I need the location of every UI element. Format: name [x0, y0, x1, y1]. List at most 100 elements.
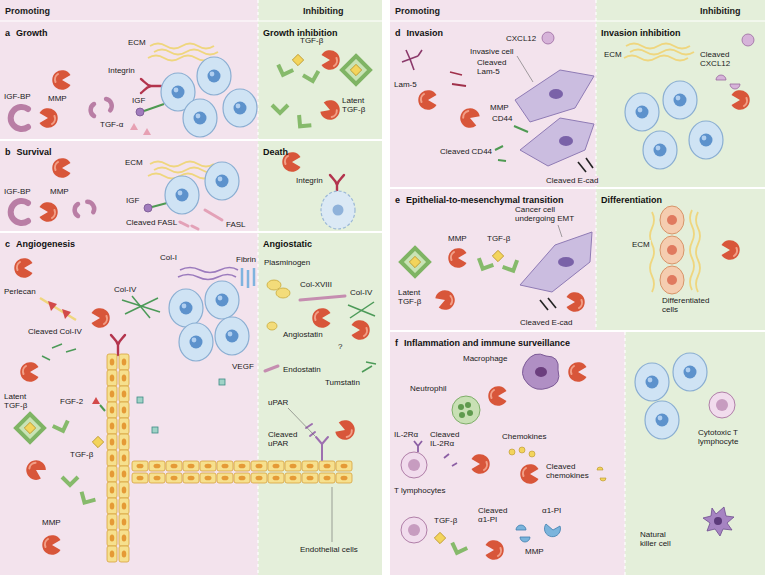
endothelial-cell [268, 461, 284, 471]
panel-f-art-part [408, 459, 420, 471]
tumour-cell [205, 281, 239, 319]
panel-c-art-part [48, 301, 57, 311]
panel-c-art-part-part [52, 344, 62, 348]
panel-e-art-part-part [540, 300, 548, 310]
latency-peptide [303, 71, 321, 83]
alpha1-pi [544, 524, 560, 537]
part-label: IL-2Rα [393, 430, 419, 439]
endothelial-cell [132, 473, 148, 483]
collagen-xviii [300, 296, 345, 300]
mmp-enzyme [434, 287, 458, 312]
part-label: Differentiated cells [661, 296, 721, 314]
endothelial-cell [107, 514, 117, 530]
part-label: ECM [124, 158, 144, 167]
part-label: Cytotoxic T lymphocyte [697, 428, 751, 446]
panel-f-art [401, 353, 735, 560]
part-label: TGF-β [486, 234, 511, 243]
endothelial-cell [251, 461, 267, 471]
endothelial-cell [119, 514, 129, 530]
part-label: T lymphocytes [393, 486, 446, 495]
panel-heading: aGrowth [5, 28, 48, 39]
mmp-enzyme [486, 540, 504, 560]
panel-e-art-part-part [696, 212, 700, 292]
part-label: Cleaved E-cad [545, 176, 599, 185]
angiostatin [267, 322, 277, 330]
tumour-cell [689, 121, 723, 159]
mmp-enzyme [23, 457, 49, 483]
panel-f-art-part [509, 447, 535, 457]
panel-grounds-part [595, 0, 596, 330]
panel-f-art-part [408, 524, 420, 536]
column-heading: Inhibiting [302, 6, 345, 16]
panel-grounds-part [624, 332, 625, 575]
part-label: TGF-β [299, 36, 324, 45]
panel-c-art-part-part [241, 268, 244, 286]
part-label: uPAR [267, 398, 289, 407]
panel-title: Epithelial-to-mesenchymal transition [406, 195, 564, 205]
panel-d-art-part-part [586, 158, 593, 168]
mmp-enzyme [319, 98, 343, 123]
panel-c-art-part [122, 296, 160, 318]
leader-lines [288, 56, 562, 542]
leader-lines-part [332, 487, 333, 542]
endothelial-cell [234, 461, 250, 471]
part-label: Integrin [107, 66, 136, 75]
endothelial-cell [107, 354, 117, 370]
mmp-enzyme [458, 105, 482, 130]
mmp-enzyme [42, 535, 60, 555]
endothelial-cell [285, 461, 301, 471]
panel-heading: Invasion inhibition [601, 28, 681, 39]
panel-grounds-part [390, 332, 625, 575]
part-label: Endothelial cells [299, 545, 359, 554]
tumour-cell [179, 323, 213, 361]
part-label: Cleaved CXCL12 [699, 50, 739, 68]
panel-grounds-part [258, 233, 382, 575]
mmp-enzyme [448, 248, 466, 268]
panel-grounds-part [596, 0, 765, 187]
panel-f-art-part-part [529, 451, 535, 457]
endothelial-cell [200, 461, 216, 471]
fgf2 [92, 397, 105, 411]
column-heading: Inhibiting [699, 6, 742, 16]
part-label: Cleaved Col-IV [27, 327, 83, 336]
integrin [141, 79, 161, 93]
part-label: Col-IV [349, 288, 373, 297]
panel-letter: a [5, 28, 10, 38]
panel-e-art-part [520, 232, 592, 292]
panel-heading: fInflammation and immune surveillance [395, 338, 570, 349]
tumour-cell [215, 317, 249, 355]
panel-letter: b [5, 147, 11, 157]
panel-b-art-part [180, 222, 188, 226]
endothelial-cell [119, 354, 129, 370]
panel-letter: e [395, 195, 400, 205]
endothelial-cell [336, 461, 352, 471]
panel-c-art-part-part [178, 275, 236, 280]
mmp-enzyme [732, 90, 750, 110]
part-label: IGF-BP [3, 92, 32, 101]
part-label: Tumstatin [324, 378, 361, 387]
panel-d-art-part-part [452, 84, 466, 86]
part-label: Cleaved E-cad [519, 318, 573, 327]
part-label: Lam-5 [393, 80, 418, 89]
ecm-fibres [624, 44, 694, 61]
endothelial-cell [107, 386, 117, 402]
part-label: Col-I [159, 253, 178, 262]
part-label: Cleaved α1-PI [477, 506, 513, 524]
tgfb-diamond [492, 250, 503, 261]
cxcl12 [542, 32, 554, 44]
endothelial-cell [107, 498, 117, 514]
endothelial-cell [166, 461, 182, 471]
mmp-enzyme [52, 158, 70, 178]
part-label: VEGF [231, 362, 255, 371]
endothelial-cell [119, 466, 129, 482]
panel-f-art-part [516, 525, 526, 530]
endothelial-cell [107, 370, 117, 386]
part-label: Plasminogen [263, 258, 311, 267]
endothelial-cell [336, 473, 352, 483]
endothelial-cell [302, 473, 318, 483]
mmp-enzyme [567, 292, 585, 312]
part-label: IGF [125, 196, 140, 205]
dying-cell [321, 191, 355, 229]
part-label: Natural killer cell [639, 530, 685, 548]
